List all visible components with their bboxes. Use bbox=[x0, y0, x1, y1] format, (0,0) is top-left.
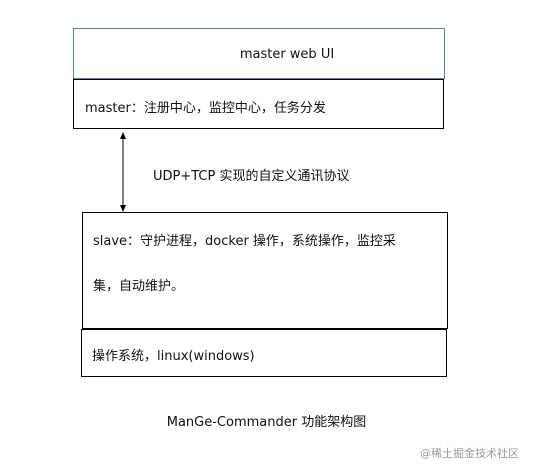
master-label: master：注册中心，监控中心，任务分发 bbox=[85, 101, 326, 116]
diagram-caption: ManGe-Commander 功能架构图 bbox=[166, 415, 367, 430]
bidirectional-arrow bbox=[120, 132, 126, 212]
slave-label-line-1: slave：守护进程，docker 操作，系统操作，监控采 bbox=[93, 234, 396, 249]
slave-box: slave：守护进程，docker 操作，系统操作，监控采 集，自动维护。 bbox=[82, 212, 448, 329]
os-box: 操作系统，linux(windows) bbox=[81, 329, 447, 377]
slave-label-line-2: 集，自动维护。 bbox=[93, 279, 185, 294]
watermark: @稀土掘金技术社区 bbox=[420, 447, 519, 460]
arrow-head-up bbox=[120, 132, 126, 139]
master-web-ui-label: master web UI bbox=[239, 47, 335, 62]
master-web-ui-box: master web UI bbox=[73, 28, 445, 79]
os-label: 操作系统，linux(windows) bbox=[92, 349, 255, 364]
protocol-label: UDP+TCP 实现的自定义通讯协议 bbox=[153, 169, 350, 184]
master-box: master：注册中心，监控中心，任务分发 bbox=[73, 79, 444, 129]
arrow-head-down bbox=[120, 205, 126, 212]
